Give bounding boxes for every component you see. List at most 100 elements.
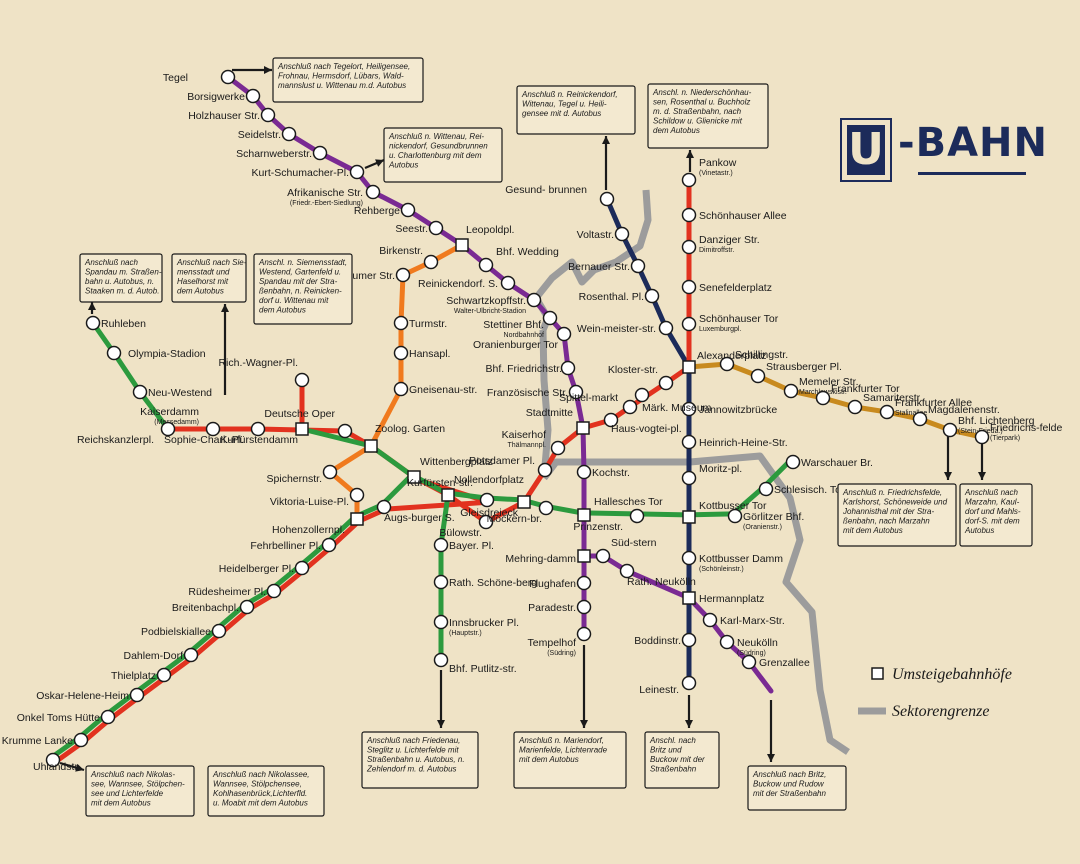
- station-label: Neukölln: [737, 637, 778, 649]
- station-label: Fehrbelliner Pl.: [250, 540, 321, 552]
- station-marker: [245, 88, 261, 104]
- connection-note-line: Westend, Gartenfeld u.: [259, 268, 341, 277]
- station-label: Französische Str.: [487, 387, 568, 399]
- transfer-station-marker: [682, 360, 696, 374]
- connection-note-box: [85, 765, 195, 817]
- transfer-station-marker: [576, 421, 590, 435]
- connection-note-line: Marienfelde, Lichtenrade: [519, 746, 608, 755]
- connection-note-line: dem Autobus: [177, 287, 224, 296]
- station-label: Holzhauser Str.: [188, 110, 260, 122]
- station-label: Süd-stern: [611, 537, 657, 549]
- station-marker: [479, 492, 495, 508]
- station-label: Schlesisch. Tor: [774, 484, 845, 496]
- station-sublabel: Dimitroffstr.: [699, 247, 734, 254]
- station-label: Oskar-Helene-Heim: [36, 690, 129, 702]
- station-label: Bernauer Str.: [568, 261, 630, 273]
- station-label: Olympia-Stadion: [128, 348, 206, 360]
- station-marker: [644, 288, 660, 304]
- station-label: Rich.-Wagner-Pl.: [218, 357, 298, 369]
- station-marker: [266, 583, 282, 599]
- station-label: Flughafen: [529, 578, 576, 590]
- station-marker: [556, 326, 572, 342]
- station-marker: [622, 399, 638, 415]
- station-marker: [603, 412, 619, 428]
- station-marker: [912, 411, 928, 427]
- station-label: Bhf. Wedding: [496, 246, 559, 258]
- connection-note-line: ßenbahn, nach Marzahn: [843, 517, 930, 526]
- station-label: Kottbusser Tor: [699, 500, 767, 512]
- connection-note-line: see und Lichterfelde: [91, 789, 164, 798]
- connection-note-line: Anschluß n. Friedrichsfelde,: [842, 488, 942, 497]
- station-label: Potsdamer Pl.: [469, 455, 535, 467]
- station-label: Hermannplatz: [699, 593, 764, 605]
- connection-note-line: Wannsee, Stölpchensee,: [213, 780, 302, 789]
- station-marker: [400, 202, 416, 218]
- station-marker: [312, 145, 328, 161]
- station-label: Friedrichs-felde: [990, 422, 1063, 434]
- connection-note-line: Steglitz u. Lichterfelde mit: [367, 746, 459, 755]
- connection-note-line: mit dem Autobus: [519, 755, 579, 764]
- connection-note-line: gensee mit d. Autobus: [522, 109, 601, 118]
- connection-note-box: [253, 253, 353, 325]
- station-sublabel: Thälmannpl.: [507, 442, 546, 449]
- connection-note-line: Autobus: [964, 526, 994, 535]
- station-marker: [630, 258, 646, 274]
- station-label: Deutsche Oper: [264, 408, 335, 420]
- connection-note-box: [383, 127, 503, 183]
- arrow-head: [602, 136, 610, 144]
- connection-note-line: mit der Straßenbahn: [753, 789, 826, 798]
- connection-note-line: Zehlendorf m. d. Autobus: [366, 765, 457, 774]
- station-sublabel: Nordbahnhof: [504, 332, 545, 339]
- station-marker: [550, 440, 566, 456]
- connection-note-line: dorf-S. mit dem: [965, 517, 1020, 526]
- station-label: Schillingstr.: [735, 349, 788, 361]
- arrow-head: [686, 150, 694, 158]
- station-marker: [156, 667, 172, 683]
- arrow-head: [437, 720, 445, 728]
- arrow-head: [580, 720, 588, 728]
- station-marker: [433, 537, 449, 553]
- station-sublabel: Luxemburgpl.: [699, 326, 741, 333]
- station-label: Nollendorfplatz: [454, 474, 524, 486]
- station-sublabel: (Friedr.-Ebert-Siedlung): [290, 200, 363, 207]
- station-label: Märk. Museum: [642, 402, 712, 414]
- station-label: Oranienburger Tor: [473, 339, 559, 351]
- station-label: Birkenstr.: [379, 245, 423, 257]
- station-label: Rehberge: [354, 205, 400, 217]
- title-underline: [918, 172, 1026, 175]
- connection-note-line: dem Autobus: [653, 126, 700, 135]
- station-label: Kloster-str.: [608, 364, 658, 376]
- connection-note-box: [516, 85, 636, 135]
- connection-note-line: m. d. Straßenbahn, nach: [653, 107, 742, 116]
- station-marker: [365, 184, 381, 200]
- connection-note-line: Anschluß nach: [964, 488, 1018, 497]
- station-label: Memeler Str.: [799, 376, 859, 388]
- connection-note-line: nickendorf, Gesundbrunnen: [389, 142, 488, 151]
- station-label: Neu-Westend: [148, 387, 212, 399]
- station-marker: [727, 508, 743, 524]
- station-label: Stettiner Bhf.: [483, 319, 544, 331]
- connection-note: Anschl. n. Niederschönhau-sen, Rosenthal…: [647, 83, 769, 149]
- station-marker: [681, 434, 697, 450]
- station-marker: [349, 487, 365, 503]
- arrow-head: [767, 754, 775, 762]
- station-label: Scharnweberstr.: [236, 148, 312, 160]
- connection-note: Anschluß nach Britz,Buckow und Rudowmit …: [747, 765, 847, 811]
- station-marker: [658, 320, 674, 336]
- station-label: Seestr.: [395, 223, 428, 235]
- connection-note-line: Britz und: [650, 746, 682, 755]
- station-marker: [783, 383, 799, 399]
- station-label: Schönhauser Allee: [699, 210, 787, 222]
- station-label: Bhf. Putlitz-str.: [449, 663, 517, 675]
- connection-note-line: Buckow mit der: [650, 755, 705, 764]
- station-marker: [576, 464, 592, 480]
- connection-note-line: Autobus: [388, 161, 418, 170]
- station-label: Kurt-Schumacher-Pl.: [252, 167, 349, 179]
- station-label: Rüdesheimer Pl.: [188, 586, 266, 598]
- sector-border-north: [532, 189, 652, 332]
- station-label: Borsigwerke: [187, 91, 245, 103]
- station-label: Sophie-Charl.-Pl.: [164, 434, 244, 446]
